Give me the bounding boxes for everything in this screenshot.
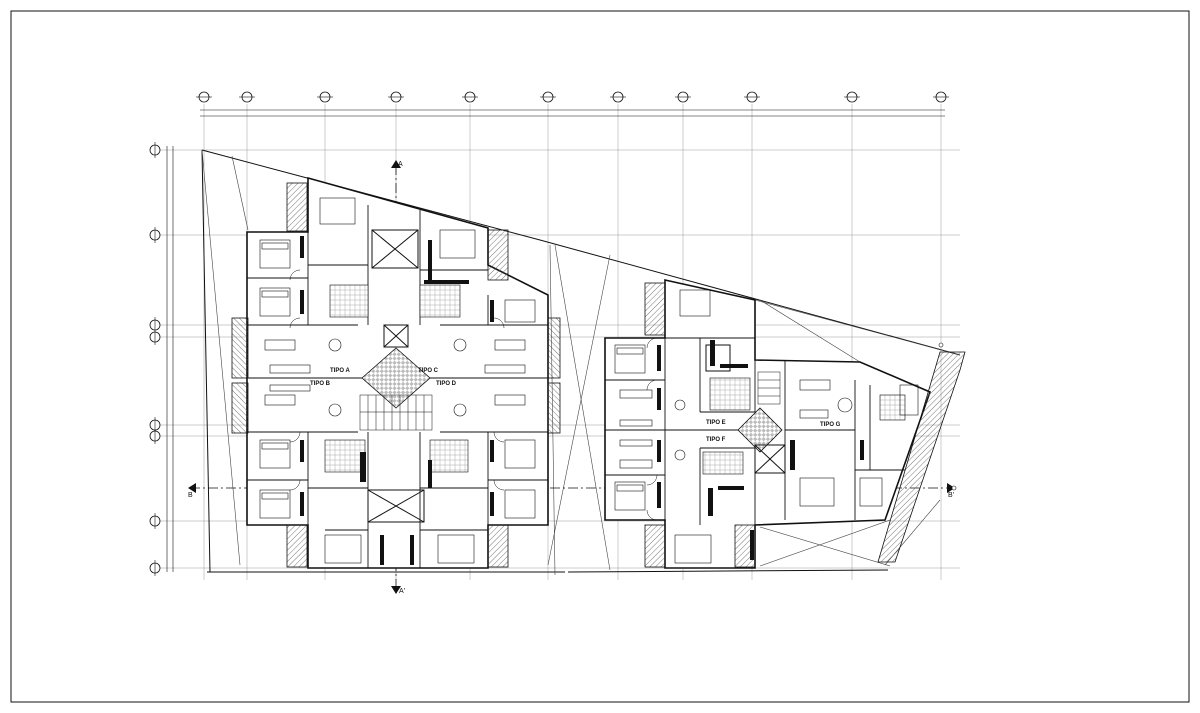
unit-label-tipo-a: TIPO A bbox=[330, 368, 350, 374]
row-dimension-line bbox=[166, 146, 174, 572]
section-marker-b: B bbox=[188, 492, 193, 499]
unit-label-tipo-b: TIPO B bbox=[310, 381, 331, 387]
section-marker-a-prime: A' bbox=[399, 588, 405, 595]
row-axis-bubbles bbox=[149, 144, 161, 574]
section-arrow-icon bbox=[391, 586, 401, 594]
section-markers: A A' B B' bbox=[188, 160, 955, 595]
unit-label-tipo-d: TIPO D bbox=[436, 381, 457, 387]
section-arrow-icon bbox=[391, 160, 401, 168]
boundary-markers bbox=[938, 342, 957, 491]
sheet-border bbox=[10, 10, 1190, 703]
unit-label-tipo-f: TIPO F bbox=[706, 437, 726, 443]
section-marker-a: A bbox=[398, 161, 403, 168]
site-construction-lines bbox=[201, 149, 961, 576]
section-marker-b-prime: B' bbox=[948, 492, 954, 499]
unit-label-tipo-c: TIPO C bbox=[418, 368, 439, 374]
section-arrow-icon bbox=[188, 483, 196, 493]
unit-label-tipo-g: TIPO G bbox=[820, 422, 841, 428]
right-tower bbox=[604, 279, 966, 569]
column-dimension-line bbox=[200, 109, 945, 117]
column-axis-bubbles bbox=[198, 91, 947, 103]
unit-label-tipo-e: TIPO E bbox=[706, 420, 726, 426]
left-tower bbox=[231, 176, 561, 569]
section-arrow-icon bbox=[947, 483, 955, 493]
